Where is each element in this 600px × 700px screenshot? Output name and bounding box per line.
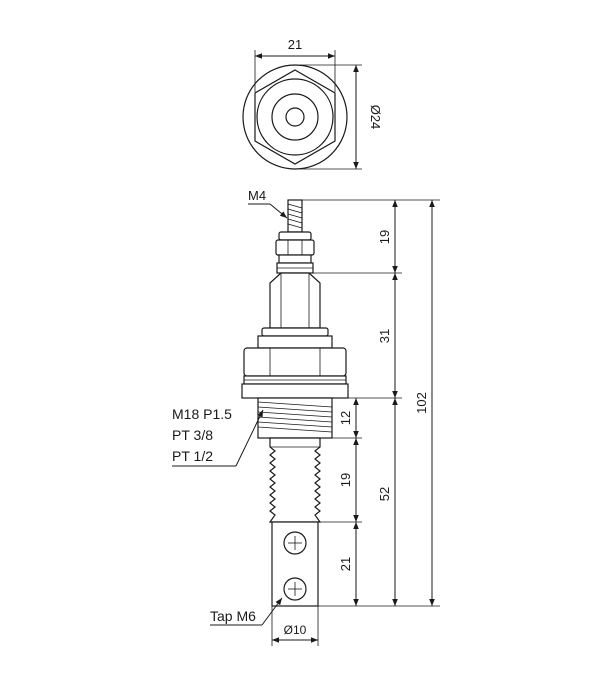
rod-diameter-label: Ø10 — [284, 623, 307, 637]
side-view: 19 31 52 102 12 19 21 Ø10 M4 M18 P1.5 PT… — [172, 188, 440, 646]
dim-terminal-length: 19 — [377, 230, 392, 244]
tap-label: Tap M6 — [210, 608, 256, 624]
dim-overall-length: 102 — [414, 392, 429, 414]
dim-thread-length: 12 — [338, 411, 353, 425]
top-width-label: 21 — [288, 37, 302, 52]
top-view: 21 Ø24 — [242, 37, 383, 170]
top-diameter-label: Ø24 — [368, 105, 383, 130]
mount-thread-lines — [257, 401, 333, 433]
mount-thread-line-2: PT 3/8 — [172, 427, 213, 443]
stud-thread-lines — [287, 203, 303, 229]
dim-below-flange-length: 52 — [377, 487, 392, 501]
dim-rod-end-length: 21 — [338, 557, 353, 571]
dim-insulator-length: 31 — [377, 329, 392, 343]
dim-ribbed-length: 19 — [338, 473, 353, 487]
terminal-thread-label: M4 — [248, 188, 266, 203]
mount-thread-line-3: PT 1/2 — [172, 448, 213, 464]
mount-thread-line-1: M18 P1.5 — [172, 406, 232, 422]
